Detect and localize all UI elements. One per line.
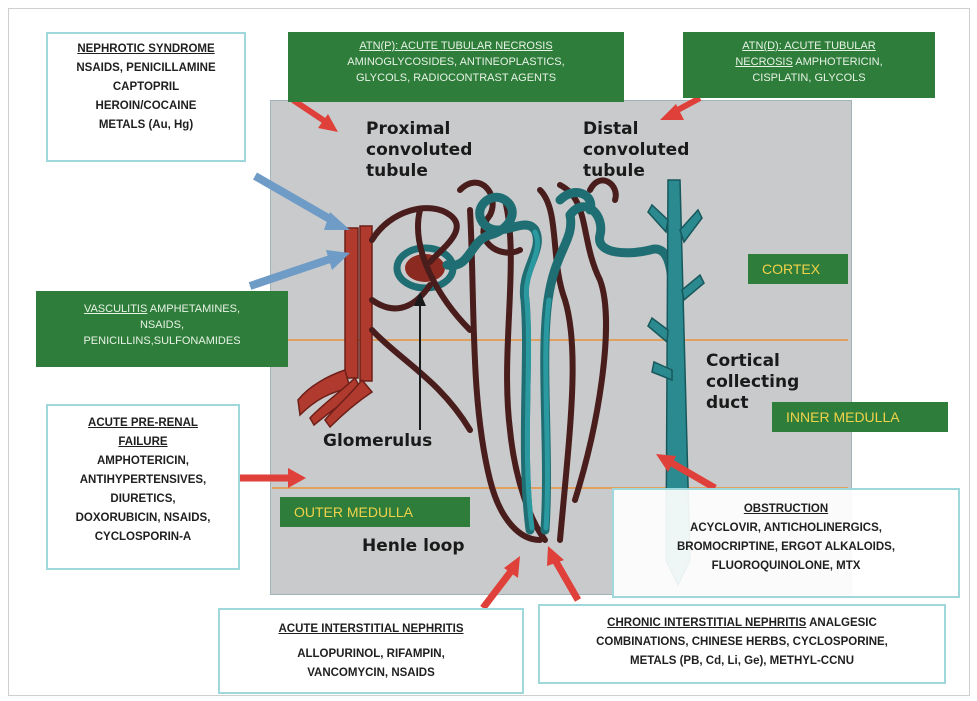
atn-proximal-title: ATN(P): ACUTE TUBULAR NECROSIS	[288, 38, 624, 54]
cin-line: COMBINATIONS, CHINESE HERBS, CYCLOSPORIN…	[540, 633, 944, 652]
ain-line: ALLOPURINOL, RIFAMPIN,	[220, 645, 522, 664]
cin-title: CHRONIC INTERSTITIAL NEPHRITIS	[607, 617, 806, 629]
prerenal-line: DIURETICS,	[48, 490, 238, 509]
obstruction-title: OBSTRUCTION	[614, 500, 958, 519]
atn-distal-title: ATN(D): ACUTE TUBULAR	[683, 38, 935, 54]
vasculitis-line: NSAIDS,	[36, 317, 288, 333]
blue-arrow-icon	[255, 176, 350, 230]
nephrotic-syndrome-box: NEPHROTIC SYNDROME NSAIDS, PENICILLAMINE…	[46, 32, 246, 162]
outer-medulla-zone-label: OUTER MEDULLA	[280, 497, 470, 527]
nephrotic-line: NSAIDS, PENICILLAMINE	[48, 59, 244, 78]
obstruction-box: OBSTRUCTION ACYCLOVIR, ANTICHOLINERGICS,…	[612, 488, 960, 598]
prerenal-line: DOXORUBICIN, NSAIDS,	[48, 509, 238, 528]
vasculitis-line: VASCULITIS AMPHETAMINES,	[36, 301, 288, 317]
nephrotic-title: NEPHROTIC SYNDROME	[48, 40, 244, 59]
atn-distal-box: ATN(D): ACUTE TUBULAR NECROSIS AMPHOTERI…	[683, 32, 935, 98]
cortex-zone-label: CORTEX	[748, 254, 848, 284]
vasculitis-rest: AMPHETAMINES,	[147, 303, 240, 315]
atn-distal-line: CISPLATIN, GLYCOLS	[683, 70, 935, 86]
cin-rest: ANALGESIC	[806, 617, 877, 629]
obstruction-line: BROMOCRIPTINE, ERGOT ALKALOIDS,	[614, 538, 958, 557]
atn-distal-title-cont: NECROSIS	[735, 56, 792, 68]
red-arrow-icon	[547, 546, 578, 600]
ain-title: ACUTE INTERSTITIAL NEPHRITIS	[220, 620, 522, 639]
cin-line: CHRONIC INTERSTITIAL NEPHRITIS ANALGESIC	[540, 614, 944, 633]
nephrotic-line: HEROIN/COCAINE	[48, 97, 244, 116]
atn-distal-line: NECROSIS AMPHOTERICIN,	[683, 54, 935, 70]
nephrotic-line: CAPTOPRIL	[48, 78, 244, 97]
renal-tubule	[447, 193, 672, 530]
tubule-highlight	[526, 232, 549, 528]
atn-proximal-box: ATN(P): ACUTE TUBULAR NECROSIS AMINOGLYC…	[288, 32, 624, 102]
glomerulus-label: Glomerulus	[323, 431, 432, 452]
red-arrow-icon	[293, 100, 338, 132]
atn-proximal-line: GLYCOLS, RADIOCONTRAST AGENTS	[288, 70, 624, 86]
obstruction-line: FLUOROQUINOLONE, MTX	[614, 557, 958, 576]
obstruction-line: ACYCLOVIR, ANTICHOLINERGICS,	[614, 519, 958, 538]
atn-distal-rest: AMPHOTERICIN,	[793, 56, 883, 68]
red-arrow-icon	[240, 468, 306, 488]
prerenal-title: ACUTE PRE-RENAL	[48, 414, 238, 433]
red-arrow-icon	[483, 556, 520, 608]
prerenal-failure-box: ACUTE PRE-RENAL FAILURE AMPHOTERICIN, AN…	[46, 404, 240, 570]
prerenal-line: AMPHOTERICIN,	[48, 452, 238, 471]
chronic-interstitial-nephritis-box: CHRONIC INTERSTITIAL NEPHRITIS ANALGESIC…	[538, 604, 946, 684]
vasculitis-line: PENICILLINS,SULFONAMIDES	[36, 333, 288, 349]
vasculitis-title: VASCULITIS	[84, 303, 147, 315]
prerenal-line: CYCLOSPORIN-A	[48, 528, 238, 547]
red-arrow-icon	[660, 98, 700, 120]
prerenal-line: ANTIHYPERTENSIVES,	[48, 471, 238, 490]
atn-proximal-line: AMINOGLYCOSIDES, ANTINEOPLASTICS,	[288, 54, 624, 70]
inner-medulla-zone-label: INNER MEDULLA	[772, 402, 948, 432]
henle-loop-label: Henle loop	[362, 536, 465, 557]
vasculitis-box: VASCULITIS AMPHETAMINES, NSAIDS, PENICIL…	[36, 291, 288, 367]
prerenal-title-cont: FAILURE	[48, 433, 238, 452]
blue-arrow-icon	[250, 250, 350, 286]
acute-interstitial-nephritis-box: ACUTE INTERSTITIAL NEPHRITIS ALLOPURINOL…	[218, 608, 524, 694]
nephrotic-line: METALS (Au, Hg)	[48, 116, 244, 135]
ain-line: VANCOMYCIN, NSAIDS	[220, 664, 522, 683]
cin-line: METALS (PB, Cd, Li, Ge), METHYL-CCNU	[540, 652, 944, 671]
